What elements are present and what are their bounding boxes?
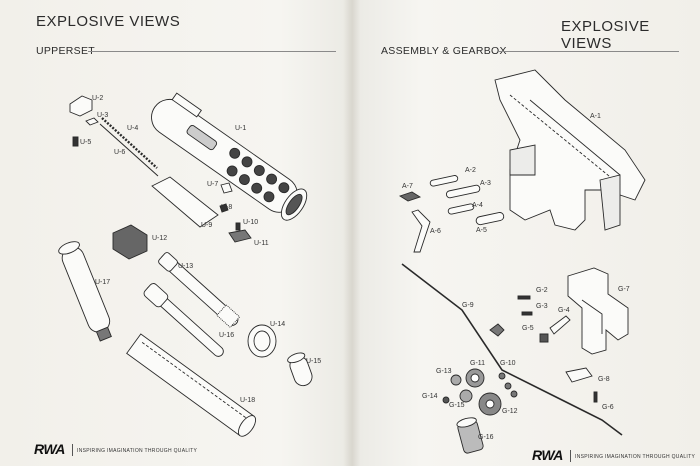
label-a5: A-5	[476, 227, 487, 234]
label-g6: G-6	[602, 404, 614, 411]
left-footer-tagline: INSPIRING IMAGINATION THROUGH QUALITY	[77, 448, 198, 454]
label-u16: U-16	[219, 332, 235, 339]
label-u13: U-13	[178, 263, 194, 270]
label-g2: G-2	[536, 287, 548, 294]
block-part-u11	[228, 229, 252, 243]
label-g9: G-9	[462, 302, 474, 309]
label-u4: U-4	[127, 125, 139, 132]
label-a1: A-1	[590, 113, 601, 120]
label-u10: U-10	[243, 219, 259, 226]
pin-part-a2	[429, 175, 459, 187]
label-g10: G-10	[500, 360, 516, 367]
label-g14: G-14	[422, 393, 438, 400]
hopup-part-u12	[112, 224, 148, 260]
label-u6: U-6	[114, 149, 126, 156]
assembly-gearbox-exploded-diagram	[398, 69, 646, 454]
label-g16: G-16	[478, 434, 494, 441]
label-u11: U-11	[254, 240, 269, 247]
gear-part-g13	[450, 374, 462, 386]
label-g15: G-15	[449, 402, 465, 409]
left-section-rule	[88, 51, 336, 52]
left-footer-separator	[72, 444, 73, 456]
label-a7: A-7	[402, 183, 413, 190]
cylinder-part-u15	[287, 352, 313, 387]
label-a6: A-6	[430, 228, 441, 235]
part-u3	[85, 117, 99, 126]
gear-part-g15	[459, 389, 473, 403]
left-page: EXPLOSIVE VIEWS UPPERSET	[34, 13, 336, 457]
pin-part-a5	[475, 212, 505, 226]
label-a2: A-2	[465, 167, 476, 174]
label-u8: U-8	[221, 204, 233, 211]
bearing-part-g10	[498, 372, 506, 380]
barrel-part-u13	[158, 252, 241, 328]
label-u12: U-12	[152, 235, 168, 242]
frame-part-a1	[494, 69, 646, 231]
right-footer-tagline: INSPIRING IMAGINATION THROUGH QUALITY	[575, 454, 696, 460]
label-u17: U-17	[95, 279, 111, 286]
gearbox-part-g7	[567, 267, 629, 355]
shroud-part-u1	[151, 92, 308, 221]
right-page: EXPLOSIVE VIEWS ASSEMBLY & GEARBOX	[350, 0, 700, 466]
label-u7: U-7	[207, 181, 219, 188]
label-u5: U-5	[80, 139, 92, 146]
pin-part-a4	[447, 203, 475, 215]
label-u15: U-15	[306, 358, 322, 365]
right-footer-separator	[570, 450, 571, 462]
screw-part-u5	[72, 136, 79, 147]
pin-part-a3	[445, 184, 481, 199]
screw-part-u10	[235, 222, 241, 231]
motor-part-g16	[456, 417, 484, 454]
left-footer-logo: RWA	[34, 441, 65, 457]
lever-part-a6	[411, 209, 431, 253]
right-footer-logo: RWA	[532, 447, 563, 463]
barrel-part-u16	[143, 283, 224, 357]
label-g8: G-8	[598, 376, 610, 383]
left-page-title: EXPLOSIVE VIEWS	[36, 13, 181, 30]
part-g8	[565, 367, 593, 383]
rear-sight-part-u2	[69, 95, 93, 117]
label-g12: G-12	[502, 408, 518, 415]
rod-part-u6	[99, 123, 159, 177]
lower-rail-part-u18	[126, 333, 257, 437]
right-page-title: EXPLOSIVE VIEWS	[561, 18, 650, 52]
label-g7: G-7	[618, 286, 630, 293]
part-g4	[549, 315, 571, 335]
part-a7	[398, 191, 422, 202]
upperset-exploded-diagram	[58, 92, 313, 437]
screw-part-g6	[593, 391, 598, 403]
label-g11: G-11	[470, 360, 486, 367]
label-u1: U-1	[235, 125, 247, 132]
silencer-part-u17	[58, 241, 112, 342]
label-a4: A-4	[472, 202, 483, 209]
label-g4: G-4	[558, 307, 570, 314]
label-g13: G-13	[436, 368, 452, 375]
label-g5: G-5	[522, 325, 534, 332]
cover-part-u9	[151, 176, 219, 228]
right-section-rule	[497, 51, 679, 52]
label-u18: U-18	[240, 397, 256, 404]
right-section-heading: ASSEMBLY & GEARBOX	[381, 45, 507, 57]
label-u9: U-9	[201, 222, 213, 229]
left-section-heading: UPPERSET	[36, 45, 95, 57]
label-g3: G-3	[536, 303, 548, 310]
rod-part-g9	[401, 263, 623, 436]
part-g14	[442, 396, 450, 404]
label-u2: U-2	[92, 95, 104, 102]
spring-part-u4	[101, 117, 158, 169]
label-u14: U-14	[270, 321, 286, 328]
screw-part-g2	[517, 295, 531, 300]
part-u8	[219, 203, 229, 213]
screw-part-g3	[521, 311, 533, 316]
label-u3: U-3	[97, 112, 109, 119]
part-g5	[539, 333, 549, 343]
label-a3: A-3	[480, 180, 491, 187]
part-u7	[220, 182, 233, 194]
